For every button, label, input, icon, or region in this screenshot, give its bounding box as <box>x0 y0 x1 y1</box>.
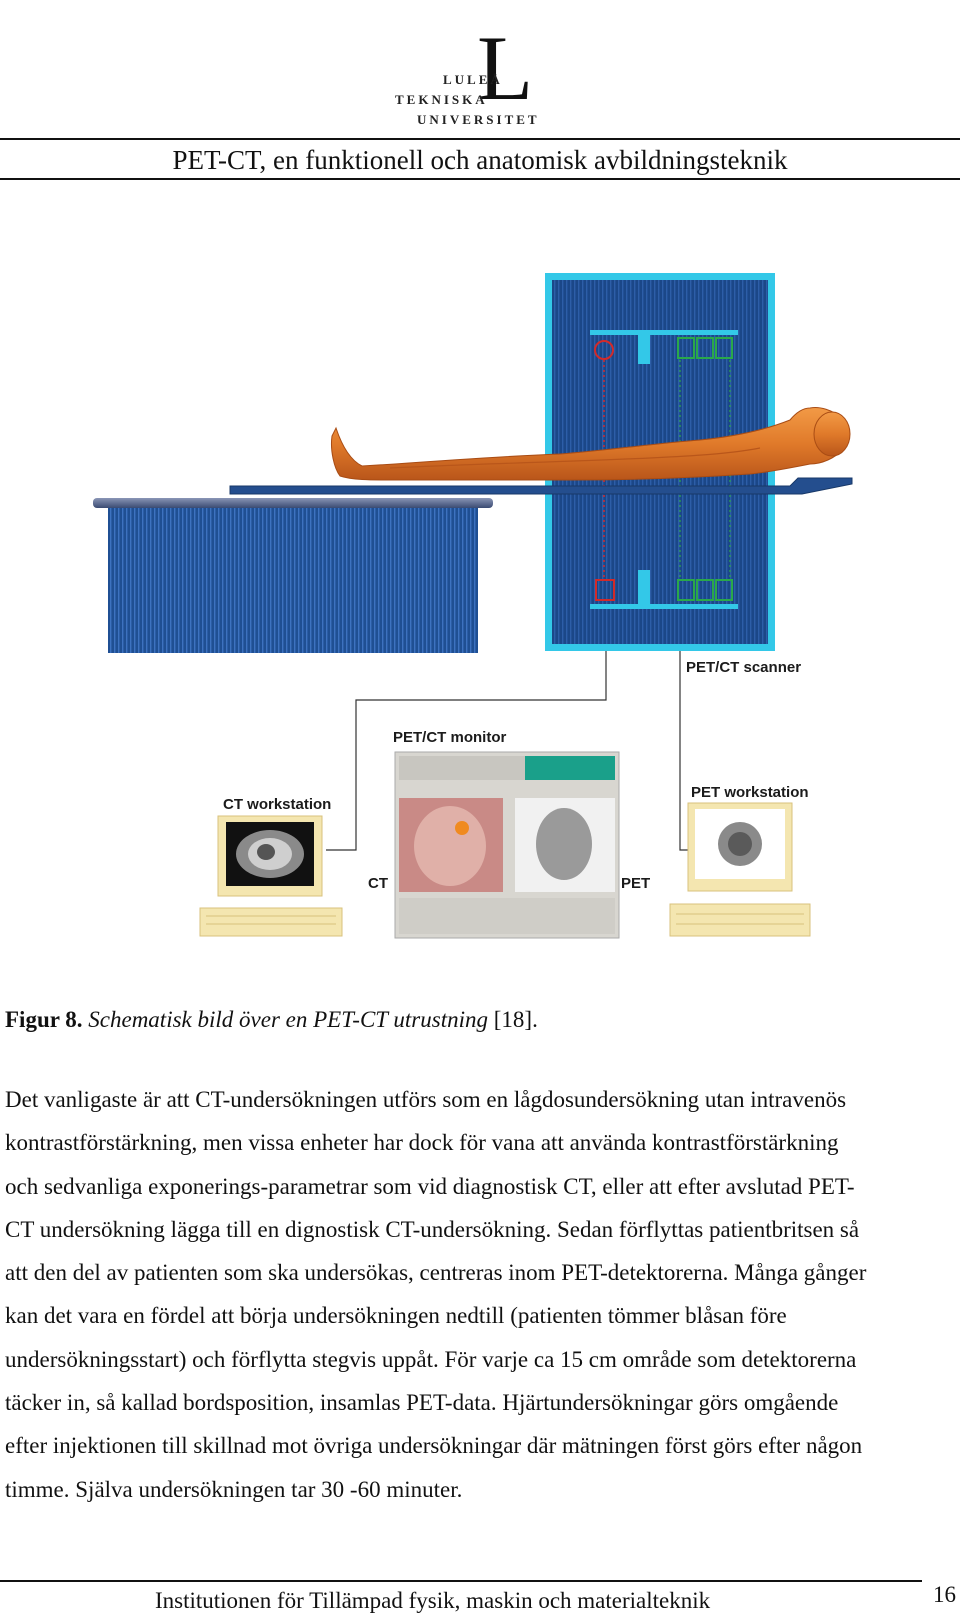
logo-letter: L <box>477 17 534 119</box>
body-line: CT undersökning lägga till en dignostisk… <box>5 1216 860 1242</box>
university-logo: L LULEÅ TEKNISKA UNIVERSITET <box>385 22 575 132</box>
body-line: timme. Själva undersökningen tar 30 -60 … <box>5 1476 463 1502</box>
pet-detector-top-2 <box>696 337 714 359</box>
logo-line-1: LULEÅ <box>443 72 503 87</box>
body-line: Det vanligaste är att CT-undersökningen … <box>5 1087 847 1112</box>
logo-line-3: UNIVERSITET <box>417 112 540 127</box>
body-line: kontrastförstärkning, men vissa enheter … <box>5 1130 839 1156</box>
body-paragraph: Det vanligaste är att CT-undersökningen … <box>5 1078 955 1511</box>
pet-detector-bottom-2 <box>696 579 714 601</box>
figure-caption: Figur 8. Schematisk bild över en PET-CT … <box>5 1005 538 1035</box>
monitor-label: PET/CT monitor <box>393 729 506 746</box>
page-number: 16 <box>933 1582 956 1607</box>
table-top <box>93 498 493 508</box>
pet-label: PET <box>621 875 650 892</box>
patient-pallet <box>229 477 853 495</box>
pet-detector-top-3 <box>715 337 733 359</box>
table-base <box>108 508 478 653</box>
ct-workstation <box>199 815 343 937</box>
ct-tube-top <box>638 330 650 364</box>
body-line: täcker in, så kallad bordsposition, insa… <box>5 1390 839 1416</box>
pet-detector-top-1 <box>677 337 695 359</box>
ct-workstation-label: CT workstation <box>223 796 331 813</box>
caption-text: Schematisk bild över en PET-CT utrustnin… <box>88 1007 488 1032</box>
body-line: undersökningsstart) och förflytta stegvi… <box>5 1346 857 1372</box>
body-line: kan det vara en fördel att börja undersö… <box>5 1303 787 1329</box>
pet-workstation-label: PET workstation <box>691 784 809 801</box>
caption-label: Figur 8. <box>5 1007 83 1032</box>
pet-detector-bottom-1 <box>677 579 695 601</box>
pet-ct-figure: PET/CT scanner PET/CT monitor CT worksta… <box>90 268 905 978</box>
detector-bar-bottom <box>590 604 738 609</box>
connector-ct <box>326 651 607 851</box>
logo-line-2: TEKNISKA <box>395 92 488 107</box>
footer-rule <box>0 1580 922 1582</box>
ct-label: CT <box>368 875 388 892</box>
detector-bar-top <box>590 330 738 335</box>
ct-source-top <box>594 340 614 360</box>
caption-reference: [18]. <box>493 1007 538 1032</box>
patient-body <box>331 407 851 481</box>
document-title: PET-CT, en funktionell och anatomisk avb… <box>172 145 788 175</box>
body-line: att den del av patienten som ska undersö… <box>5 1260 867 1286</box>
pet-workstation <box>669 802 811 937</box>
pet-detector-bottom-3 <box>715 579 733 601</box>
ct-tube-bottom <box>638 570 650 606</box>
connector-pet <box>679 651 688 851</box>
pet-ct-monitor <box>394 751 620 939</box>
footer-institution: Institutionen för Tillämpad fysik, maski… <box>155 1588 711 1613</box>
header-rule-bottom <box>0 178 960 180</box>
body-line: och sedvanliga exponerings-parametrar so… <box>5 1173 855 1199</box>
ct-detector-bottom <box>595 579 615 601</box>
pet-ct-diagram: PET/CT scanner PET/CT monitor CT worksta… <box>93 273 853 939</box>
header-rule-top <box>0 138 960 140</box>
scanner-label: PET/CT scanner <box>686 659 801 676</box>
body-line: efter injektionen till skillnad mot övri… <box>5 1433 863 1459</box>
